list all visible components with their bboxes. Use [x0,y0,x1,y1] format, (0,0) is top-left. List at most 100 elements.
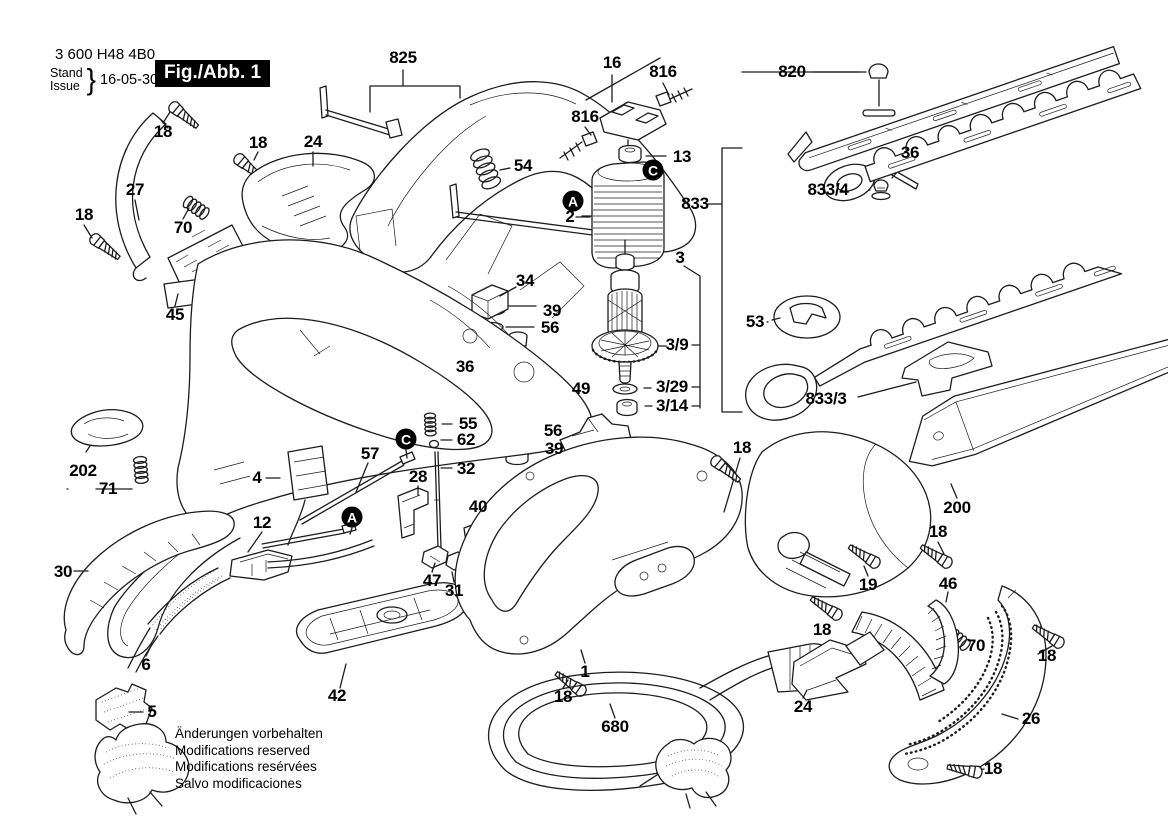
part-label-16: 16 [602,53,622,72]
part-label-816: 816 [571,107,599,126]
carbon-brush-816-right [656,88,692,106]
issue-date: 16-05-30 [100,72,159,88]
part-label-833/3: 833/3 [805,389,847,408]
part-label-18: 18 [812,620,832,639]
cable-6 [128,568,230,672]
stand-label: Stand [50,66,83,80]
part-label-5: 5 [147,702,157,721]
stand-issue-block: Stand Issue } 16-05-30 [50,63,159,96]
handle-shell-30 [64,511,234,654]
link-rod-upper [320,86,402,138]
part-label-36: 36 [900,143,920,162]
hand-guard-26 [889,586,1052,784]
bracket-24-lower [792,640,866,700]
part-label-825: 825 [389,48,417,67]
circled-marker-A: A [562,190,584,212]
part-label-46: 46 [938,574,958,593]
part-label-36: 36 [455,357,475,376]
cord-grip-5 [95,684,189,814]
note-line-fr: Modifications resérvées [175,759,317,774]
part-label-62: 62 [456,430,476,449]
part-label-70: 70 [173,218,193,237]
part-label-4: 4 [252,468,262,487]
part-label-833: 833 [681,194,709,213]
guard-rail-820 [788,47,1119,173]
part-label-55: 55 [458,414,478,433]
bracket-833 [708,148,742,412]
lever-202 [71,410,142,452]
part-label-202: 202 [69,461,97,480]
plate-833-3 [858,342,992,397]
part-label-56: 56 [540,318,560,337]
part-label-28: 28 [408,467,428,486]
part-label-71: 71 [98,479,118,498]
part-label-18: 18 [732,438,752,457]
circled-marker-C: C [395,428,417,450]
armature-3 [592,240,658,383]
lever-47 [422,546,448,572]
model-number: 3 600 H48 4B0 [55,46,156,63]
cable-clamp-12 [230,532,374,580]
part-label-3: 3 [675,248,685,267]
part-label-45: 45 [165,305,185,324]
part-label-26: 26 [1021,709,1041,728]
note-line-en: Modifications reserved [175,742,311,758]
part-label-3/9: 3/9 [665,335,689,354]
part-label-34: 34 [515,271,535,290]
part-label-2: 2 [565,207,575,226]
bail-handle-27 [116,113,168,281]
part-label-39: 39 [542,301,562,320]
stator-2 [582,162,664,268]
housing-left-half [108,209,592,658]
housing-rear-right [745,432,944,597]
part-label-56: 56 [543,421,563,440]
bracket-3 [644,266,700,408]
part-label-3/14: 3/14 [656,396,688,415]
rear-cover-24 [242,153,374,252]
rod-a [262,523,356,548]
part-label-30: 30 [53,562,73,581]
part-label-24: 24 [303,132,323,151]
part-label-39: 39 [544,439,564,458]
note-line-es: Salvo modificaciones [175,775,302,791]
part-label-53: 53 [745,312,765,331]
circled-marker-A: A [341,506,363,528]
part-label-1: 1 [580,662,590,681]
part-label-833/4: 833/4 [807,180,849,199]
part-label-49: 49 [571,379,591,398]
power-cord-680 [489,644,836,808]
blade-833-lower [738,249,1130,430]
part-label-18: 18 [553,687,573,706]
part-label-27: 27 [125,180,145,199]
part-label-32: 32 [456,459,476,478]
part-label-42: 42 [327,686,347,705]
part-label-18: 18 [153,122,173,141]
figure-label: Fig./Abb. 1 [155,60,271,87]
part-label-18: 18 [1037,646,1057,665]
part-label-57: 57 [360,444,380,463]
part-label-24: 24 [793,697,813,716]
blade-cover-200 [894,305,1168,498]
part-label-40: 40 [468,497,488,516]
base-plate-42 [297,583,469,688]
part-label-12: 12 [252,513,272,532]
modifications-note: Änderungen vorbehalten Modifications res… [175,726,323,792]
part-label-18: 18 [248,133,268,152]
seal-53 [767,296,840,338]
part-label-820: 820 [778,62,806,81]
issue-label: Issue [50,79,80,93]
block-34 [472,285,516,319]
part-label-680: 680 [601,717,629,736]
part-label-54: 54 [513,156,533,175]
carbon-brush-816-left [560,127,597,160]
bearing-3-14 [617,400,637,416]
blade-833-upper [818,62,1145,207]
part-label-13: 13 [672,147,692,166]
part-label-19: 19 [858,575,878,594]
housing-right-half-1 [455,414,742,663]
part-label-31: 31 [444,581,464,600]
brush-plate-16 [586,58,666,148]
part-label-3/29: 3/29 [656,377,688,396]
